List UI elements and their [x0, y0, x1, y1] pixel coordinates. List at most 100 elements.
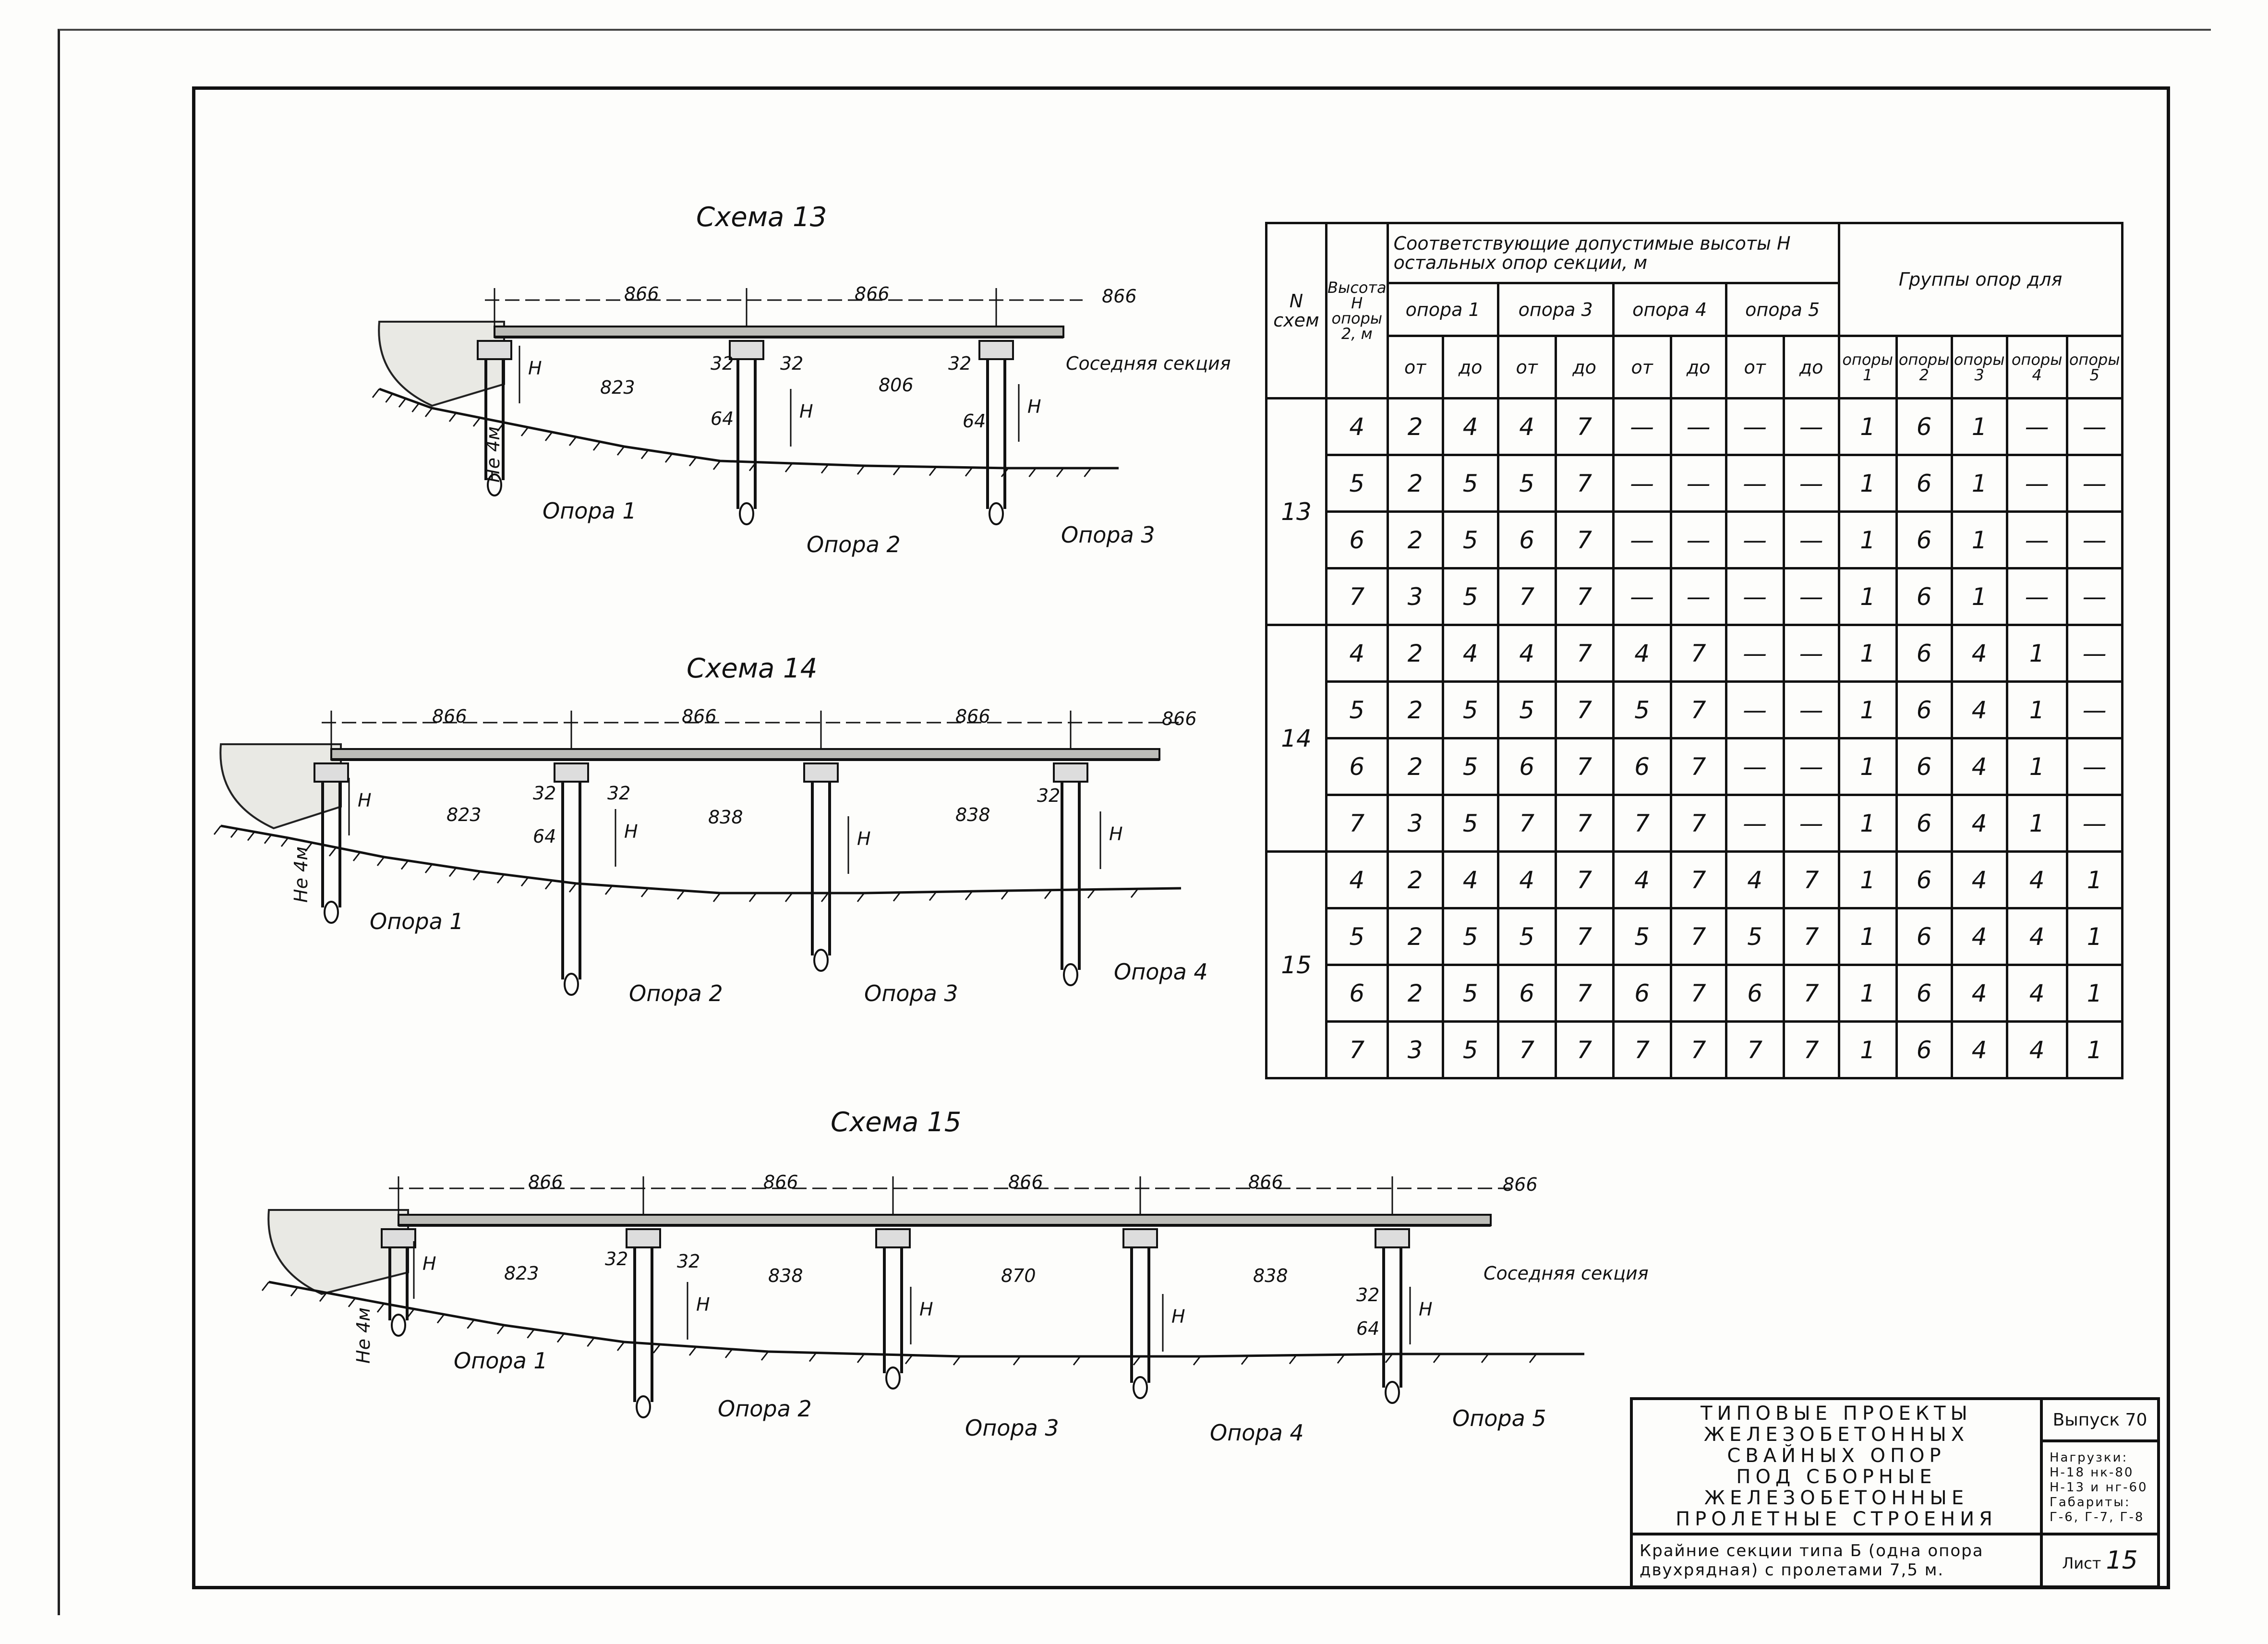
table-cell: 1: [1837, 624, 1898, 683]
table-cell: 3: [1386, 567, 1444, 626]
deck-slab: [330, 748, 1160, 761]
deck-slab: [398, 1214, 1492, 1226]
table-cell: 6: [1895, 624, 1953, 683]
height-mark: H: [799, 401, 813, 422]
embankment: [267, 1209, 409, 1295]
dimension-label: 823: [600, 377, 635, 398]
ground-hatch: [929, 891, 937, 901]
header-support-4: опора 4: [1612, 282, 1727, 337]
table-cell: 1: [1837, 1020, 1898, 1079]
pier-cap: [477, 340, 512, 360]
issue-number: Выпуск 70: [2040, 1397, 2160, 1442]
height-mark: H: [1027, 396, 1041, 417]
pile-tip: [885, 1366, 901, 1390]
deck-slab: [494, 326, 1064, 338]
table-cell: 6: [1895, 397, 1953, 456]
table-cell: 1: [1837, 850, 1898, 909]
dimension-label: 64: [1356, 1318, 1379, 1339]
pile-length-note: Не 4м: [353, 1307, 374, 1364]
header-group-5: опоры 5: [2065, 335, 2123, 399]
pile-tip: [1063, 963, 1078, 986]
table-cell: 2: [1386, 624, 1444, 683]
support-label: Опора 3: [864, 980, 958, 1006]
table-cell: 4: [1325, 624, 1389, 683]
ground-hatch: [328, 847, 337, 857]
ground-hatch: [965, 891, 973, 901]
header-to: до: [1782, 335, 1840, 399]
table-cell: —: [1725, 567, 1785, 626]
ground-hatch: [724, 1349, 733, 1358]
loads-dimensions: Нагрузки: Н-18 нк-80 Н-13 и нг-60 Габари…: [2040, 1439, 2160, 1535]
table-cell: 5: [1496, 680, 1557, 739]
table-cell: 4: [1441, 850, 1499, 909]
table-cell: —: [1782, 567, 1840, 626]
loads-line: Г-6, Г-7, Г-8: [2050, 1510, 2145, 1524]
table-cell: 1: [1837, 454, 1898, 513]
table-cell: —: [2005, 567, 2068, 626]
ground-hatch: [712, 893, 721, 902]
dimension-label: 32: [605, 1248, 628, 1269]
ground-hatch: [953, 1356, 961, 1366]
dimension-label: 838: [768, 1265, 803, 1286]
span-length-label: 866: [763, 1172, 798, 1193]
dimension-label: 870: [1001, 1265, 1036, 1286]
table-cell: 6: [1612, 737, 1672, 796]
table-cell: —: [1782, 794, 1840, 853]
dimension-label: 32: [677, 1251, 700, 1272]
header-from: от: [1496, 335, 1557, 399]
ground-hatch: [436, 1314, 445, 1324]
ground-hatch: [290, 1287, 299, 1297]
table-cell: 5: [1441, 737, 1499, 796]
table-cell: 5: [1325, 907, 1389, 966]
header-to: до: [1669, 335, 1727, 399]
table-cell: 6: [1725, 964, 1785, 1023]
ground-hatch: [472, 417, 481, 427]
table-cell: 5: [1441, 907, 1499, 966]
table-cell: 7: [1669, 794, 1727, 853]
table-cell: 7: [1612, 794, 1672, 853]
ground-hatch: [544, 880, 553, 890]
span-length-label: 866: [528, 1172, 563, 1193]
ground-hatch: [893, 892, 901, 902]
ground-hatch: [820, 893, 829, 902]
header-support-3: опора 3: [1496, 282, 1615, 337]
pile-tip: [324, 901, 339, 924]
table-cell: 7: [1325, 1020, 1389, 1079]
ground-hatch: [376, 857, 385, 866]
pile-tip: [1385, 1381, 1400, 1404]
table-cell: —: [1782, 624, 1840, 683]
height-mark: H: [1419, 1299, 1433, 1320]
table-cell: 4: [1496, 624, 1557, 683]
table-cell: 3: [1386, 1020, 1444, 1079]
table-cell: 6: [1325, 737, 1389, 796]
neighbor-section-label: Соседняя секция: [1484, 1263, 1649, 1284]
support-label: Опора 3: [965, 1415, 1059, 1441]
dimension-label: 823: [446, 804, 482, 825]
sheet-number: 15: [2106, 1546, 2138, 1575]
ground-hatch: [1193, 1356, 1201, 1366]
title-line: под сборные: [1736, 1466, 1937, 1488]
table-cell: 7: [1554, 454, 1615, 513]
table-cell: —: [1612, 454, 1672, 513]
table-cell: 6: [1895, 454, 1953, 513]
ground-hatch: [304, 842, 313, 852]
ground-hatch: [929, 466, 937, 476]
ground-hatch: [264, 834, 272, 844]
dimension-label: 838: [1253, 1265, 1288, 1286]
table-cell: 4: [1612, 850, 1672, 909]
table-cell: —: [1725, 510, 1785, 569]
table-cell: 2: [1386, 680, 1444, 739]
pier-cap: [1375, 1228, 1410, 1248]
table-cell: 2: [1386, 907, 1444, 966]
ground-hatch: [400, 860, 409, 870]
table-cell: —: [1782, 454, 1840, 513]
ground-hatch: [965, 467, 973, 477]
table-cell: 1: [1950, 454, 2008, 513]
table-cell: —: [1612, 510, 1672, 569]
table-cell: 5: [1325, 454, 1389, 513]
ground-hatch: [688, 457, 697, 467]
